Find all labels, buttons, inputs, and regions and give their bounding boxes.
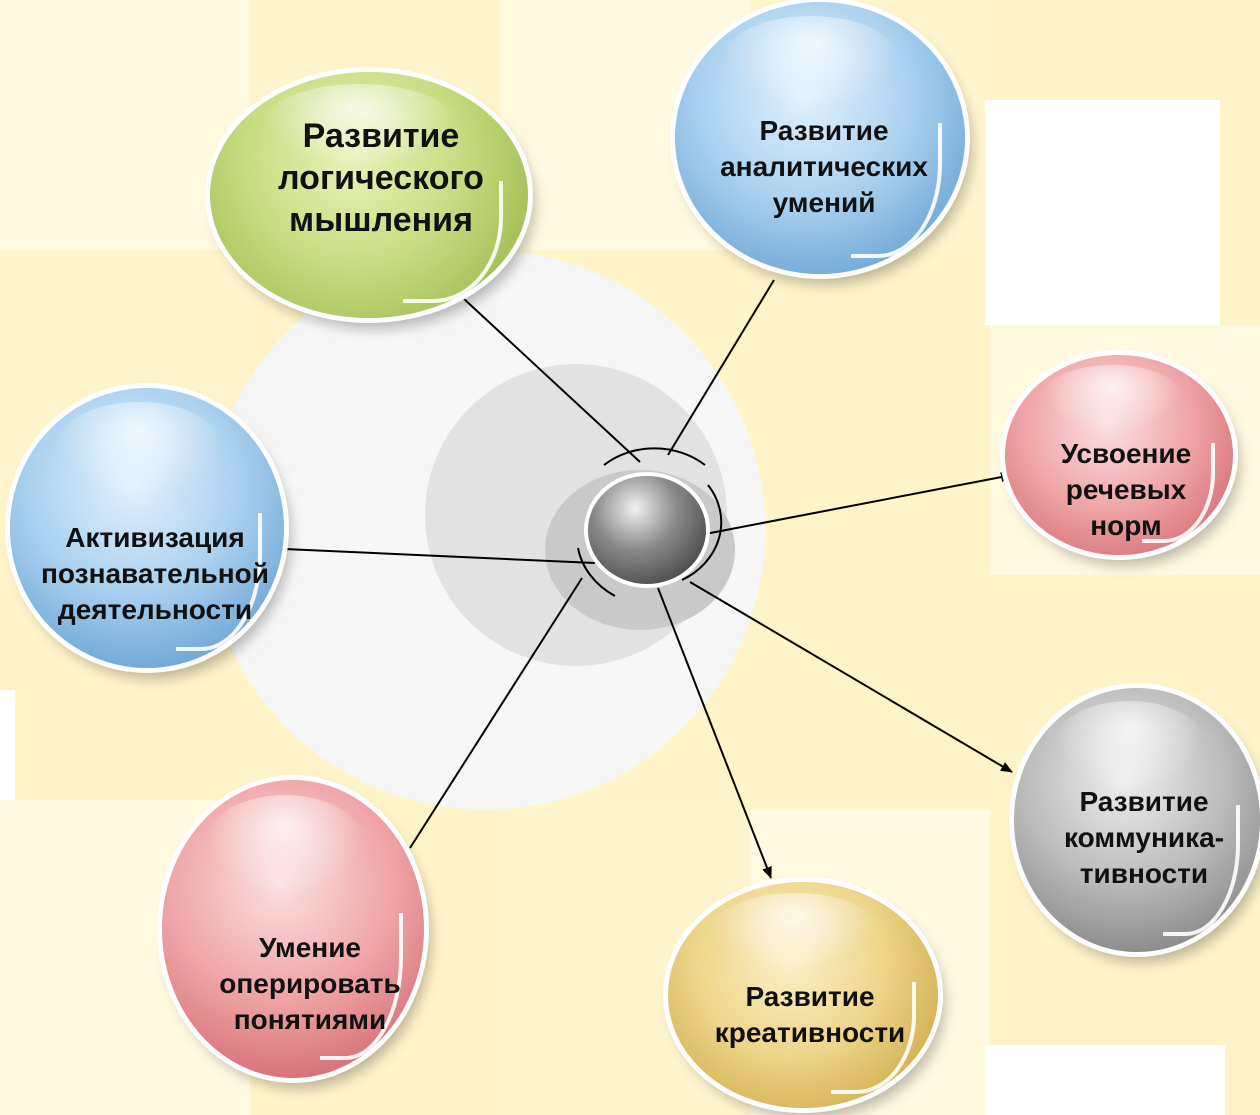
background-tile — [985, 1045, 1225, 1115]
node-label: Активизация познавательной деятельности — [41, 522, 269, 625]
background-tile — [0, 690, 15, 800]
background-tile — [0, 0, 250, 250]
center-sphere — [588, 476, 706, 584]
node-label: Умение оперировать понятиями — [219, 932, 401, 1035]
node-label: Усвоение речевых норм — [1060, 438, 1192, 541]
node-label: Развитие креативности — [714, 981, 906, 1048]
connector-creativity — [657, 587, 772, 879]
connector-cognitive — [261, 543, 596, 564]
connector-logic — [462, 297, 641, 463]
node-communication: Развитие коммуника- тивности — [1014, 688, 1260, 952]
connector-analytic — [667, 279, 775, 456]
node-operating-concepts: Умение оперировать понятиями — [162, 780, 424, 1078]
node-analytical-skills: Развитие аналитических умений — [675, 2, 965, 274]
background-tile — [985, 100, 1220, 325]
connector-speech — [699, 472, 1013, 536]
node-logical-thinking: Развитие логического мышления — [210, 72, 528, 318]
connector-communication — [689, 581, 1013, 773]
node-cognitive-activity: Активизация познавательной деятельности — [10, 388, 284, 668]
node-label: Развитие коммуника- тивности — [1063, 786, 1225, 889]
node-creativity: Развитие креативности — [668, 882, 938, 1108]
connector-concepts — [409, 577, 583, 849]
node-label: Развитие логического мышления — [278, 117, 484, 239]
node-label: Развитие аналитических умений — [720, 115, 928, 218]
node-speech-norms: Усвоение речевых норм — [1005, 355, 1233, 555]
